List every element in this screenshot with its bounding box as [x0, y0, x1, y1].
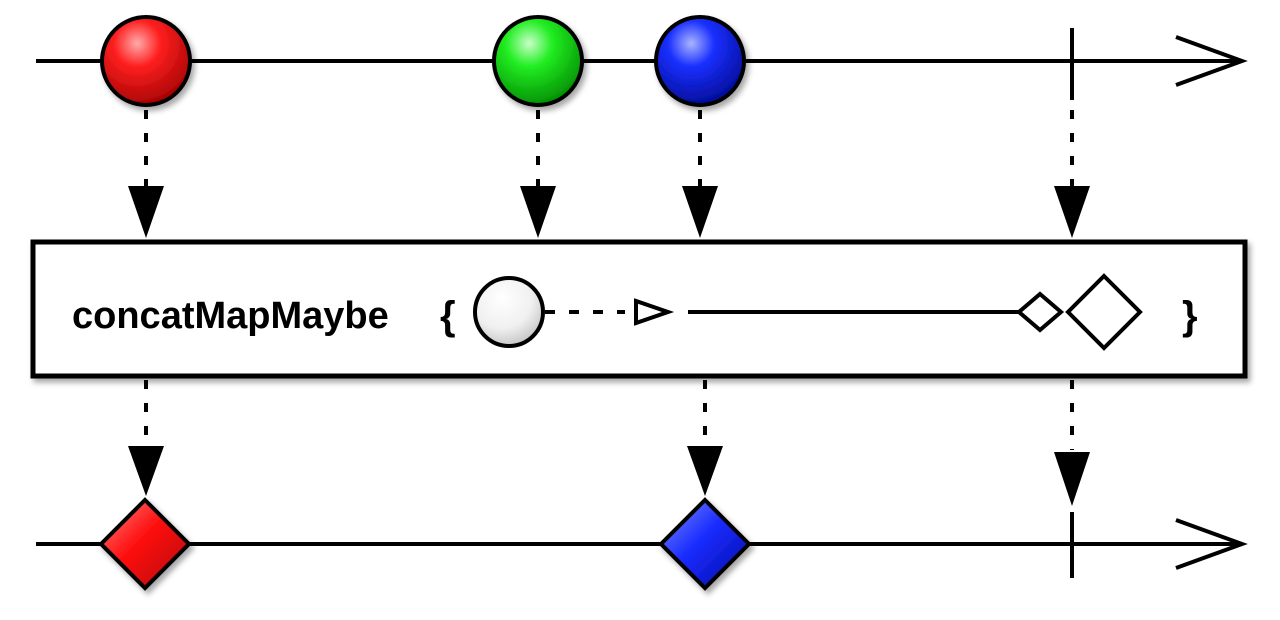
operator-triangle-arrow	[634, 298, 675, 326]
arrowhead-down	[682, 186, 718, 238]
operator-name: concatMapMaybe	[72, 295, 389, 337]
arrowhead-down	[687, 446, 723, 496]
operator-input-marble	[473, 276, 545, 348]
source-marble-red	[100, 15, 192, 107]
arrowhead-down	[1054, 186, 1090, 238]
source-marble-green	[492, 15, 584, 107]
arrowhead-down	[1054, 452, 1090, 506]
operator-output-diamond	[1065, 273, 1143, 351]
source-marble-blue	[654, 15, 746, 107]
result-marble-blue-diamond	[658, 497, 752, 591]
operator-small-diamond	[1015, 291, 1065, 333]
source-timeline-arrowhead	[1175, 35, 1248, 87]
operator-close-brace: }	[1182, 294, 1198, 338]
operator-open-brace: {	[440, 294, 456, 338]
arrowhead-down	[128, 446, 164, 496]
result-marble-red-diamond	[98, 497, 192, 591]
result-timeline	[36, 512, 1248, 578]
source-timeline	[36, 28, 1248, 100]
operator-box: concatMapMaybe { }	[30, 239, 1248, 379]
arrowhead-down	[520, 186, 556, 238]
lower-arrows	[128, 380, 1090, 506]
arrowhead-down	[128, 186, 164, 238]
upper-arrows	[128, 110, 1090, 238]
result-timeline-arrowhead	[1175, 518, 1248, 570]
